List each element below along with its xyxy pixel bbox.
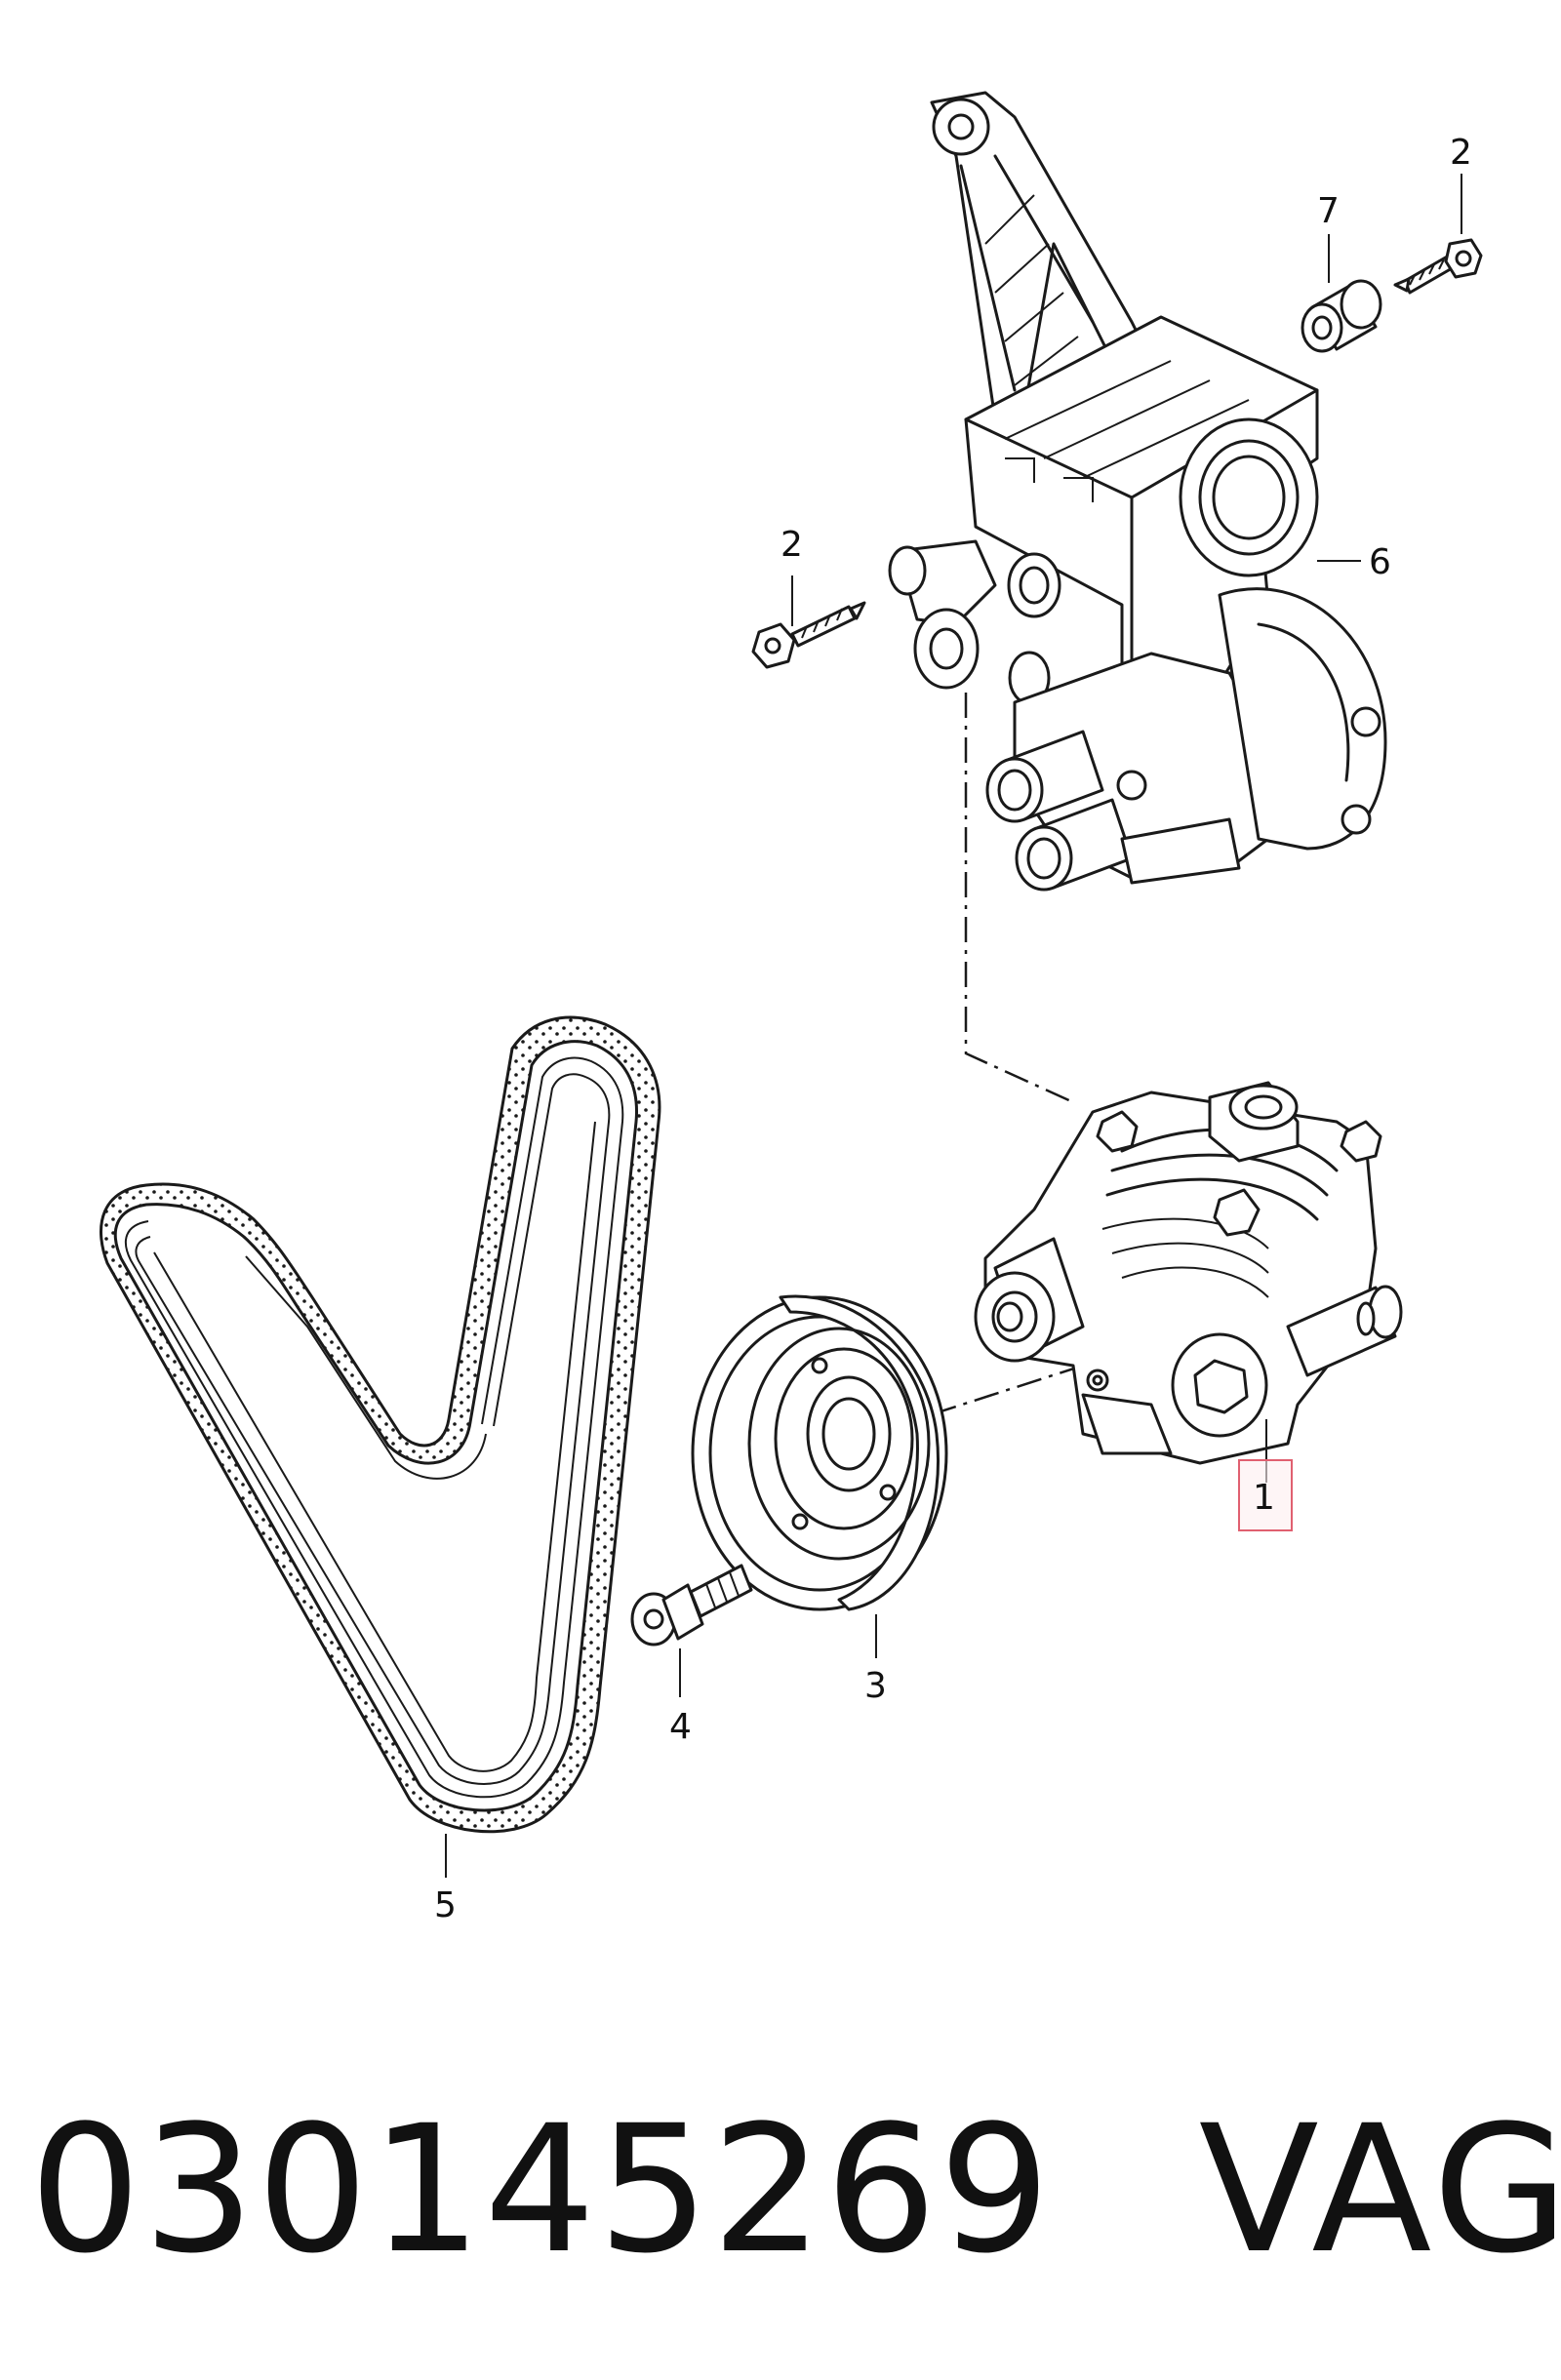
part-number: 030145269 [29,2087,1053,2292]
highlight-box-1 [1238,1459,1293,1531]
power-steering-pump [974,1081,1403,1465]
callout-2-upper: 2 [1450,133,1472,173]
pulley [691,1294,948,1611]
bolt-2-left [751,601,866,669]
alignment-line-vertical [964,693,1074,1104]
callout-1: 1 [1253,1478,1275,1518]
callout-5: 5 [434,1885,457,1925]
brand-name: VAG [1198,2087,1561,2292]
bolt-4 [630,1564,753,1646]
alignment-line-axis [931,1364,1084,1416]
bolt-2-upper [1393,238,1483,295]
callout-3: 3 [864,1666,887,1706]
callout-6: 6 [1369,542,1391,582]
sleeve-7 [1301,279,1382,353]
caption-bar: 030145269 VAG [29,2082,1561,2297]
leader-lines [445,174,1462,1878]
exploded-parts-diagram: 1 2 2 3 4 5 6 7 [100,91,1483,1925]
bracket-assembly [888,91,1387,892]
callout-7: 7 [1317,191,1340,231]
callout-2-left: 2 [780,525,803,565]
poly-v-belt [100,1015,661,1834]
callout-4: 4 [669,1707,692,1747]
